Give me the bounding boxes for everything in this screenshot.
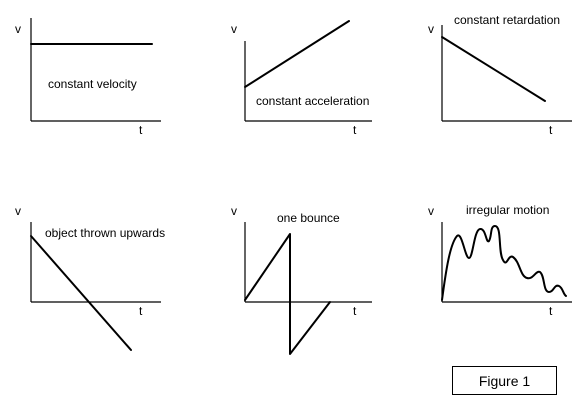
velocity-line xyxy=(30,235,132,351)
y-axis-label: v xyxy=(428,22,434,36)
y-axis-label: v xyxy=(231,22,237,36)
graph-caption: constant acceleration xyxy=(256,94,369,108)
graph-caption: object thrown upwards xyxy=(45,226,165,240)
graph-caption: one bounce xyxy=(277,211,340,225)
graph-constant-acceleration: v t constant acceleration xyxy=(231,20,372,137)
y-axis-label: v xyxy=(231,204,237,218)
graph-caption: constant retardation xyxy=(454,13,560,27)
velocity-curve xyxy=(441,225,567,301)
x-axis-label: t xyxy=(139,123,143,137)
x-axis-label: t xyxy=(139,304,143,318)
graph-caption: constant velocity xyxy=(48,77,137,91)
graph-constant-velocity: v t constant velocity xyxy=(15,18,161,137)
y-axis-label: v xyxy=(15,204,21,218)
graph-constant-retardation: v t constant retardation xyxy=(428,13,572,137)
graph-caption: irregular motion xyxy=(466,203,549,217)
x-axis-label: t xyxy=(353,304,357,318)
graph-one-bounce: v t one bounce xyxy=(231,204,372,355)
velocity-line xyxy=(244,20,350,88)
x-axis-label: t xyxy=(549,304,553,318)
figure-caption: Figure 1 xyxy=(452,366,557,395)
graph-object-thrown-upwards: v t object thrown upwards xyxy=(15,204,165,351)
graph-irregular-motion: v t irregular motion xyxy=(428,203,572,318)
velocity-line xyxy=(244,233,331,355)
y-axis-label: v xyxy=(15,22,21,36)
y-axis-label: v xyxy=(428,204,434,218)
x-axis-label: t xyxy=(353,123,357,137)
velocity-line xyxy=(441,36,546,102)
x-axis-label: t xyxy=(549,123,553,137)
